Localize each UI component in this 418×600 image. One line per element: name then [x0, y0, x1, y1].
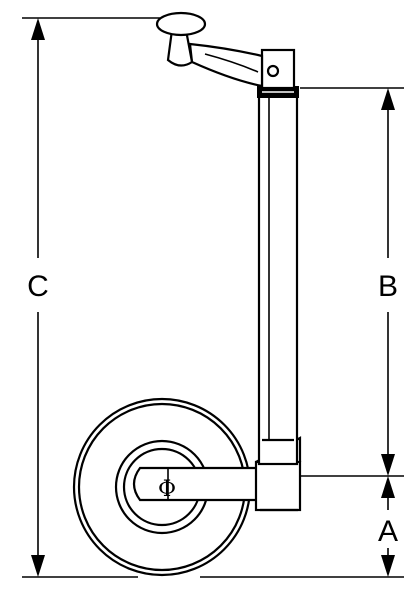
dimension-b-top-arrow: [381, 88, 395, 110]
main-tube: [257, 86, 299, 466]
dimension-c-bottom-arrow: [31, 555, 45, 577]
dimension-b-label: B: [378, 270, 398, 303]
outer-tube: [257, 86, 299, 466]
crank-pivot-bolt: [266, 64, 280, 78]
dimension-b: B: [300, 87, 404, 477]
dimension-c: C: [22, 17, 160, 578]
dimension-a-bottom-arrow: [381, 555, 395, 577]
dimension-c-top-arrow: [31, 18, 45, 40]
crank-handle: [155, 11, 296, 90]
fork-arm: [132, 466, 260, 502]
dimension-a-top-arrow: [381, 476, 395, 498]
dimension-b-bottom-arrow: [381, 454, 395, 476]
crank-arm: [188, 42, 264, 88]
dimension-c-label: C: [27, 270, 49, 303]
dimension-a-label: A: [378, 515, 398, 548]
wheel-fork: Φ: [132, 436, 302, 512]
dimension-a: A: [200, 476, 404, 578]
crank-knob-top: [155, 11, 207, 37]
axle-diameter-symbol: Φ: [158, 477, 176, 502]
fork-clamp-body: [254, 460, 302, 512]
crank-knob-stem: [166, 28, 194, 67]
crank-arm-detail: [204, 53, 259, 73]
